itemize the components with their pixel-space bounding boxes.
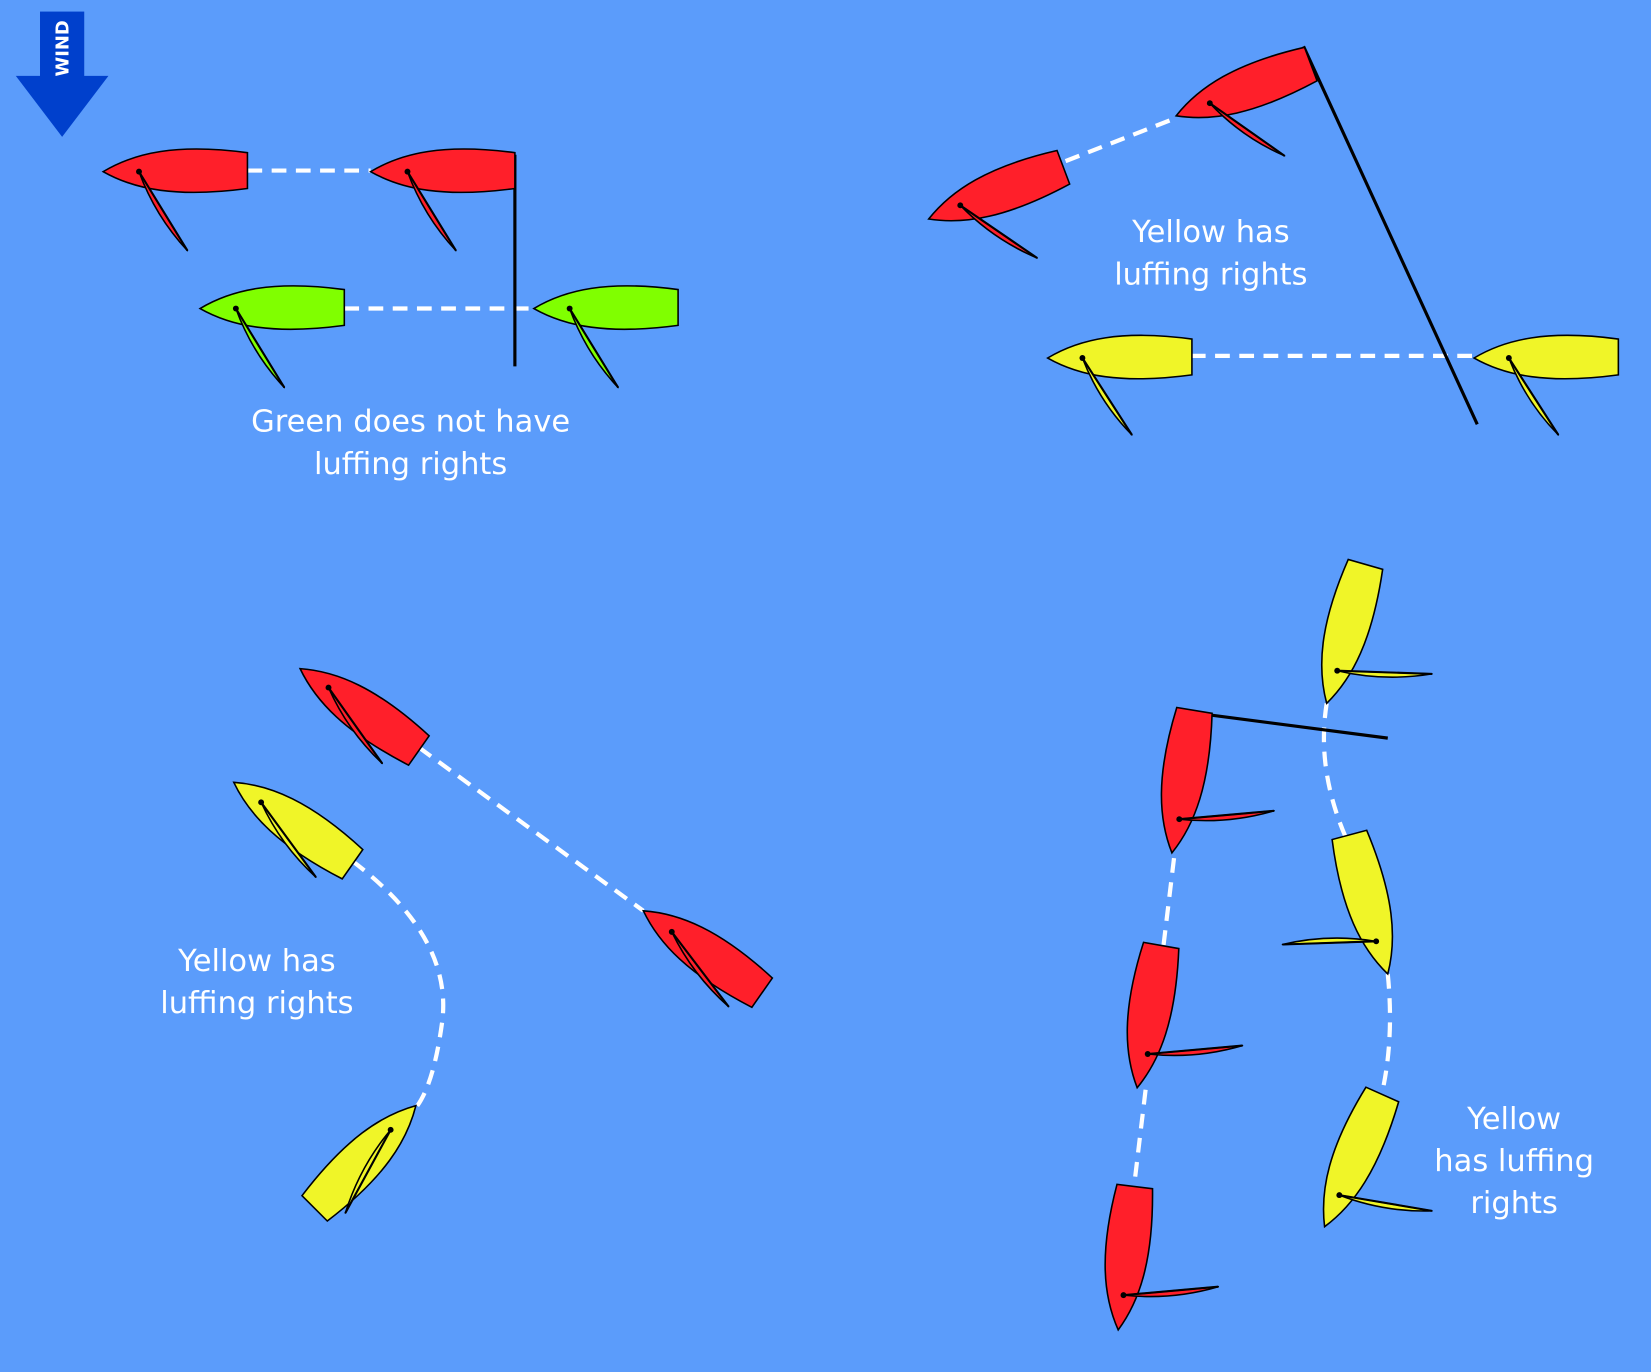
boom — [327, 686, 384, 765]
mast — [1176, 816, 1183, 823]
red-boat — [369, 148, 516, 252]
track-dashed-line — [1380, 973, 1393, 1092]
boom — [406, 171, 457, 252]
mast — [1206, 100, 1213, 107]
mast — [325, 684, 332, 691]
boom — [138, 171, 189, 252]
hull — [232, 781, 364, 880]
mast — [136, 168, 142, 175]
yellow-boat — [1322, 1086, 1433, 1229]
caption-line: luffing rights — [1114, 257, 1307, 292]
caption-top-left: Green does not have luffing rights — [251, 405, 570, 482]
track-dashed-line — [1131, 1089, 1148, 1187]
mast — [1144, 1051, 1151, 1057]
yellow-boat — [1281, 829, 1394, 976]
boom — [1147, 1044, 1243, 1056]
track-dashed-line — [1064, 115, 1177, 164]
boom — [670, 931, 730, 1008]
boom — [1339, 1194, 1433, 1212]
boom — [344, 1129, 392, 1214]
caption-line: luffing rights — [314, 447, 507, 482]
hull — [101, 148, 249, 194]
yellow-boat — [1320, 558, 1433, 705]
hull — [1160, 706, 1213, 855]
wind-arrow-icon: WIND — [15, 11, 109, 137]
red-boat — [1174, 46, 1319, 157]
wind-label: WIND — [52, 20, 73, 76]
red-boat — [1126, 941, 1244, 1090]
boom — [959, 204, 1038, 259]
hull — [927, 149, 1071, 222]
red-boat — [101, 148, 249, 252]
hull — [369, 148, 516, 194]
boom — [1179, 809, 1275, 821]
hull — [198, 285, 346, 331]
mast — [1373, 938, 1380, 945]
mast — [258, 799, 265, 806]
red-boat — [642, 909, 774, 1009]
caption-line: Yellow — [1466, 1102, 1561, 1137]
caption-line: luffing rights — [160, 986, 353, 1021]
boom — [1337, 669, 1433, 675]
caption-bottom-left: Yellow has luffing rights — [160, 944, 353, 1021]
mast — [1079, 355, 1086, 361]
mast — [668, 928, 675, 935]
boom — [1282, 940, 1377, 946]
green-boat — [198, 285, 346, 389]
hull — [1104, 1183, 1154, 1332]
boom — [568, 307, 619, 389]
yellow-boat — [1472, 334, 1620, 436]
mast — [566, 305, 573, 312]
hull — [1472, 334, 1620, 380]
hull — [1331, 829, 1394, 976]
track-dashed-line — [1161, 857, 1177, 946]
boom — [1081, 357, 1133, 436]
caption-line: Green does not have — [251, 405, 570, 440]
boom — [234, 307, 286, 389]
caption-line: Yellow has — [177, 944, 336, 979]
boom — [1507, 357, 1560, 436]
mast — [387, 1126, 394, 1133]
hull — [642, 909, 774, 1009]
caption-line: rights — [1470, 1186, 1558, 1221]
mast — [1505, 355, 1512, 361]
mast — [957, 202, 964, 209]
caption-bottom-right: Yellow has luffing rights — [1434, 1102, 1594, 1221]
track-dashed-line — [417, 745, 645, 913]
red-boat — [1160, 706, 1275, 855]
track-dashed-line — [1321, 703, 1348, 838]
mast — [1120, 1292, 1127, 1299]
caption-top-right: Yellow has luffing rights — [1114, 215, 1307, 292]
mast — [232, 305, 239, 312]
green-boat — [532, 285, 679, 389]
yellow-boat — [300, 1104, 418, 1223]
boom — [1123, 1285, 1219, 1297]
boom — [1209, 102, 1286, 157]
caption-line: Yellow has — [1131, 215, 1290, 250]
mast — [1334, 667, 1341, 674]
mast — [1336, 1192, 1343, 1199]
red-boat — [298, 667, 431, 767]
red-boat — [927, 149, 1071, 259]
yellow-boat — [1046, 334, 1193, 436]
track-dashed-line — [351, 859, 446, 1109]
hull — [1322, 1086, 1400, 1229]
yellow-boat — [232, 781, 364, 880]
caption-line: has luffing — [1434, 1144, 1594, 1179]
boom — [260, 801, 317, 878]
hull — [1126, 941, 1180, 1090]
hull — [1046, 334, 1193, 380]
hull — [532, 285, 679, 331]
mast — [404, 168, 411, 175]
hull — [1174, 46, 1319, 119]
mark-line — [1302, 45, 1479, 426]
red-boat — [1104, 1183, 1220, 1332]
hull — [1320, 558, 1384, 705]
